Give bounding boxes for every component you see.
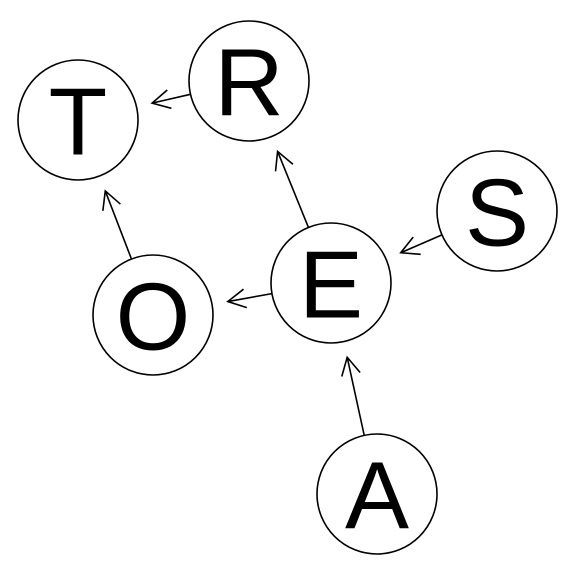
node-t: T	[17, 59, 139, 181]
node-r: R	[188, 20, 310, 142]
arrowhead	[226, 288, 248, 309]
node-circle	[92, 254, 214, 376]
node-circle	[436, 150, 558, 272]
arrowhead	[399, 236, 421, 256]
arrowhead	[102, 189, 121, 211]
edge-r-to-t	[150, 89, 191, 110]
edge-a-to-e	[341, 355, 366, 436]
node-a: A	[316, 433, 438, 555]
edge-line	[104, 190, 133, 260]
node-label: O	[116, 264, 191, 371]
edge-line	[227, 292, 273, 303]
edges-layer	[102, 89, 443, 436]
edge-e-to-o	[226, 288, 273, 309]
node-label: S	[465, 160, 529, 267]
node-e: E	[270, 222, 392, 344]
edge-line	[276, 151, 310, 228]
arrowhead	[150, 89, 172, 110]
node-o: O	[92, 254, 214, 376]
edge-e-to-r	[274, 149, 310, 228]
edge-s-to-e	[399, 234, 443, 256]
edge-line	[400, 234, 443, 254]
node-label: E	[299, 232, 363, 339]
edge-line	[151, 93, 191, 104]
node-circle	[188, 20, 310, 142]
edge-o-to-t	[102, 189, 133, 260]
arrowhead	[341, 355, 361, 377]
node-circle	[270, 222, 392, 344]
edge-line	[346, 357, 366, 436]
node-circle	[17, 59, 139, 181]
arrowhead	[274, 149, 294, 172]
node-label: R	[214, 30, 283, 137]
node-s: S	[436, 150, 558, 272]
node-label: T	[49, 69, 108, 176]
node-label: A	[345, 443, 409, 550]
node-circle	[316, 433, 438, 555]
